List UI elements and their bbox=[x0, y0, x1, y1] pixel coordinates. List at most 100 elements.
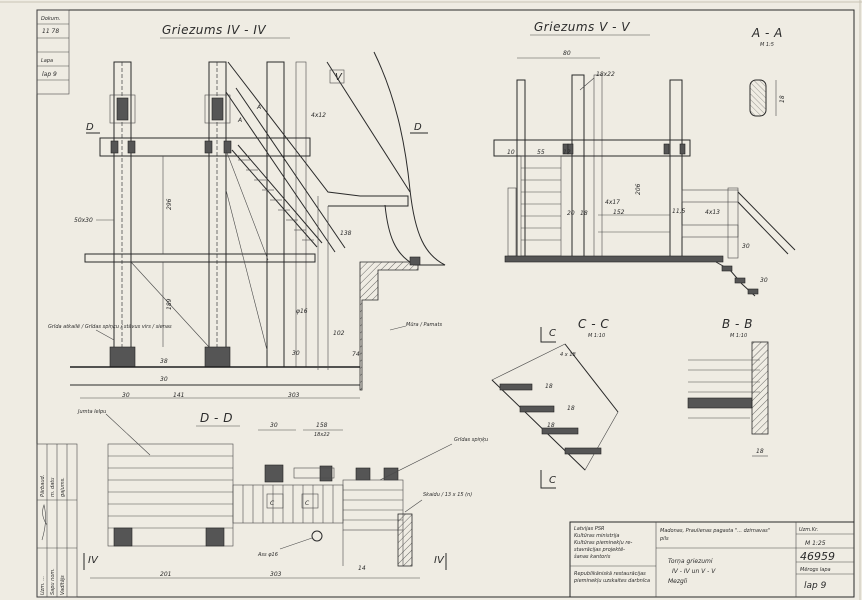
title-iv-iv: Griezums IV - IV bbox=[162, 23, 266, 37]
drawing-frame bbox=[36, 9, 855, 598]
stamp-left-2: Vadītājs bbox=[60, 575, 66, 595]
dim-d-bottom2: 303 bbox=[270, 571, 282, 578]
label-board: 50x30 bbox=[74, 217, 93, 224]
title-b-b: B - B bbox=[722, 317, 753, 331]
org-line-2: Kultūras pieminekļu re- bbox=[574, 540, 632, 546]
dim-v-g: 11,5 bbox=[672, 208, 686, 215]
detail-a-a: A - A M 1:5 18 bbox=[749, 26, 786, 117]
dim-iv-30: 30 bbox=[122, 392, 130, 399]
label-iv-note: Grīda atkailē / Grīdas spiņķu / stāvus v… bbox=[48, 324, 172, 330]
cut-d-left: D bbox=[86, 122, 94, 133]
dim-v-a: 10 bbox=[507, 149, 515, 156]
label-d-roof: Jumta lelpu bbox=[77, 409, 106, 415]
cut-v-marker: V bbox=[335, 72, 343, 83]
cut-c-top: C bbox=[549, 328, 556, 339]
title-line-1: IV - IV un V - V bbox=[672, 568, 716, 575]
stamp-left-1: Sapu nom. bbox=[50, 568, 56, 595]
object-line-0: Madonas, Praulienas pagasta "... dzirnav… bbox=[660, 528, 770, 534]
dim-iv-h2: 189 bbox=[166, 298, 173, 310]
ladder-rail-1 bbox=[225, 91, 336, 253]
section-d-d: D - D bbox=[77, 409, 488, 579]
dim-iv-bottom: 30 bbox=[160, 376, 168, 383]
title-c-c: C - C bbox=[578, 317, 609, 331]
d-right-block bbox=[342, 479, 404, 531]
cut-a-1: A bbox=[256, 104, 261, 111]
dim-iv-138: 138 bbox=[340, 230, 352, 237]
title-sheet-label: Mērogs lapa bbox=[800, 567, 831, 573]
cut-iv-left: IV bbox=[88, 555, 99, 566]
dim-c-b: 18 bbox=[567, 405, 575, 412]
dim-d-b: 158 bbox=[316, 422, 328, 429]
v-crossbeam bbox=[493, 139, 691, 157]
d-cut-c-1: C bbox=[270, 500, 275, 507]
title-sheet: lap 9 bbox=[804, 581, 827, 591]
dim-v-d: 152 bbox=[613, 209, 625, 216]
stamp-line-0: Dokum. bbox=[41, 16, 60, 22]
axle-circle bbox=[311, 530, 323, 542]
dim-iv-w2: 303 bbox=[288, 392, 300, 399]
dim-v-f: 18 bbox=[580, 210, 588, 217]
dim-d-a: 30 bbox=[270, 422, 278, 429]
signature bbox=[41, 504, 48, 541]
title-block: Latvijas PSR Kultūras ministrija Kultūra… bbox=[569, 521, 855, 598]
stamp-line-4: lap 9 bbox=[42, 71, 57, 78]
scale-a-a: M 1:5 bbox=[760, 42, 774, 48]
v-floor bbox=[504, 255, 724, 263]
dim-v-c: 12 bbox=[563, 149, 571, 156]
cut-a-2: A bbox=[237, 117, 242, 124]
label-d-floor: Grīdas spiņķu bbox=[454, 437, 488, 443]
label-beam: 4x12 bbox=[311, 112, 326, 119]
label-iv-stone: Mūra / Pamats bbox=[406, 322, 442, 328]
dim-v-h: 206 bbox=[635, 183, 642, 195]
dim-v-i: 30 bbox=[760, 277, 768, 284]
stamp-line-1: 11 78 bbox=[42, 28, 59, 35]
org-line-3: stavrācijas projektē- bbox=[574, 547, 625, 553]
label-c-c: 4 x 18 bbox=[560, 352, 576, 358]
dim-c-a: 18 bbox=[545, 383, 553, 390]
dim-iv-h1: 296 bbox=[166, 198, 173, 210]
dim-d-c: 14 bbox=[358, 565, 366, 572]
dim-b-b: 18 bbox=[756, 448, 764, 455]
stamp-line-3: Lapa bbox=[41, 58, 53, 64]
object-line-1: pils bbox=[659, 536, 669, 542]
crossbeam-mid bbox=[84, 253, 316, 263]
stamp-left-5: m. datu bbox=[50, 478, 56, 497]
dim-iv-h3: 38 bbox=[160, 358, 168, 365]
stamp-left-0: Uzm. ... bbox=[40, 576, 46, 595]
title-line-0: Torņa griezumi bbox=[668, 558, 713, 565]
detail-b-b: B - B M 1:10 18 bbox=[687, 317, 769, 457]
ladder-rungs bbox=[238, 159, 314, 241]
roof-curve bbox=[373, 51, 446, 266]
ladder-rail-2 bbox=[235, 87, 346, 249]
cut-c-bottom: C bbox=[549, 475, 556, 486]
dim-v-h2: 30 bbox=[742, 243, 750, 250]
label-d-seam: Skaidu / 13 x 15 (n) bbox=[423, 492, 472, 498]
stamp-top-left: Dokum. 11 78 Lapa lap 9 bbox=[36, 9, 70, 95]
stamp-left-bottom: Uzm. ... Sapu nom. Vadītājs Pārbaud. m. … bbox=[36, 443, 78, 598]
title-number: 46959 bbox=[800, 550, 835, 563]
dim-c-c: 18 bbox=[547, 422, 555, 429]
scale-b-b: M 1:10 bbox=[730, 333, 747, 339]
dim-iv-52: 30 bbox=[292, 350, 300, 357]
dim-iv-w1: 141 bbox=[173, 392, 184, 399]
dim-v-e: 20 bbox=[567, 210, 575, 217]
org-line-1: Kultūras ministrija bbox=[574, 533, 619, 539]
org-line-4: šanas kantoris bbox=[574, 553, 611, 560]
stamp-left-3: Pārbaud. bbox=[40, 475, 46, 497]
roof-eave bbox=[227, 61, 409, 207]
label-v-beam: 4x13 bbox=[705, 209, 720, 216]
label-iv-phi: φ16 bbox=[296, 308, 308, 315]
d-cut-c-2: C bbox=[305, 500, 310, 507]
label-d-axe: Ass φ16 bbox=[257, 552, 278, 558]
org-bottom-1: pieminekļu uzskaites darbnīca bbox=[573, 578, 650, 584]
title-scale: M 1:25 bbox=[805, 540, 826, 547]
cut-iv-right: IV bbox=[434, 555, 445, 566]
title-author: Uzm.Kr. bbox=[799, 527, 818, 533]
title-a-a: A - A bbox=[751, 26, 783, 40]
org-line-0: Latvijas PSR bbox=[574, 526, 604, 532]
section-iv-iv: Griezums IV - IV bbox=[48, 23, 446, 399]
cut-d-right: D bbox=[414, 122, 422, 133]
scale-c-c: M 1:10 bbox=[588, 333, 605, 339]
